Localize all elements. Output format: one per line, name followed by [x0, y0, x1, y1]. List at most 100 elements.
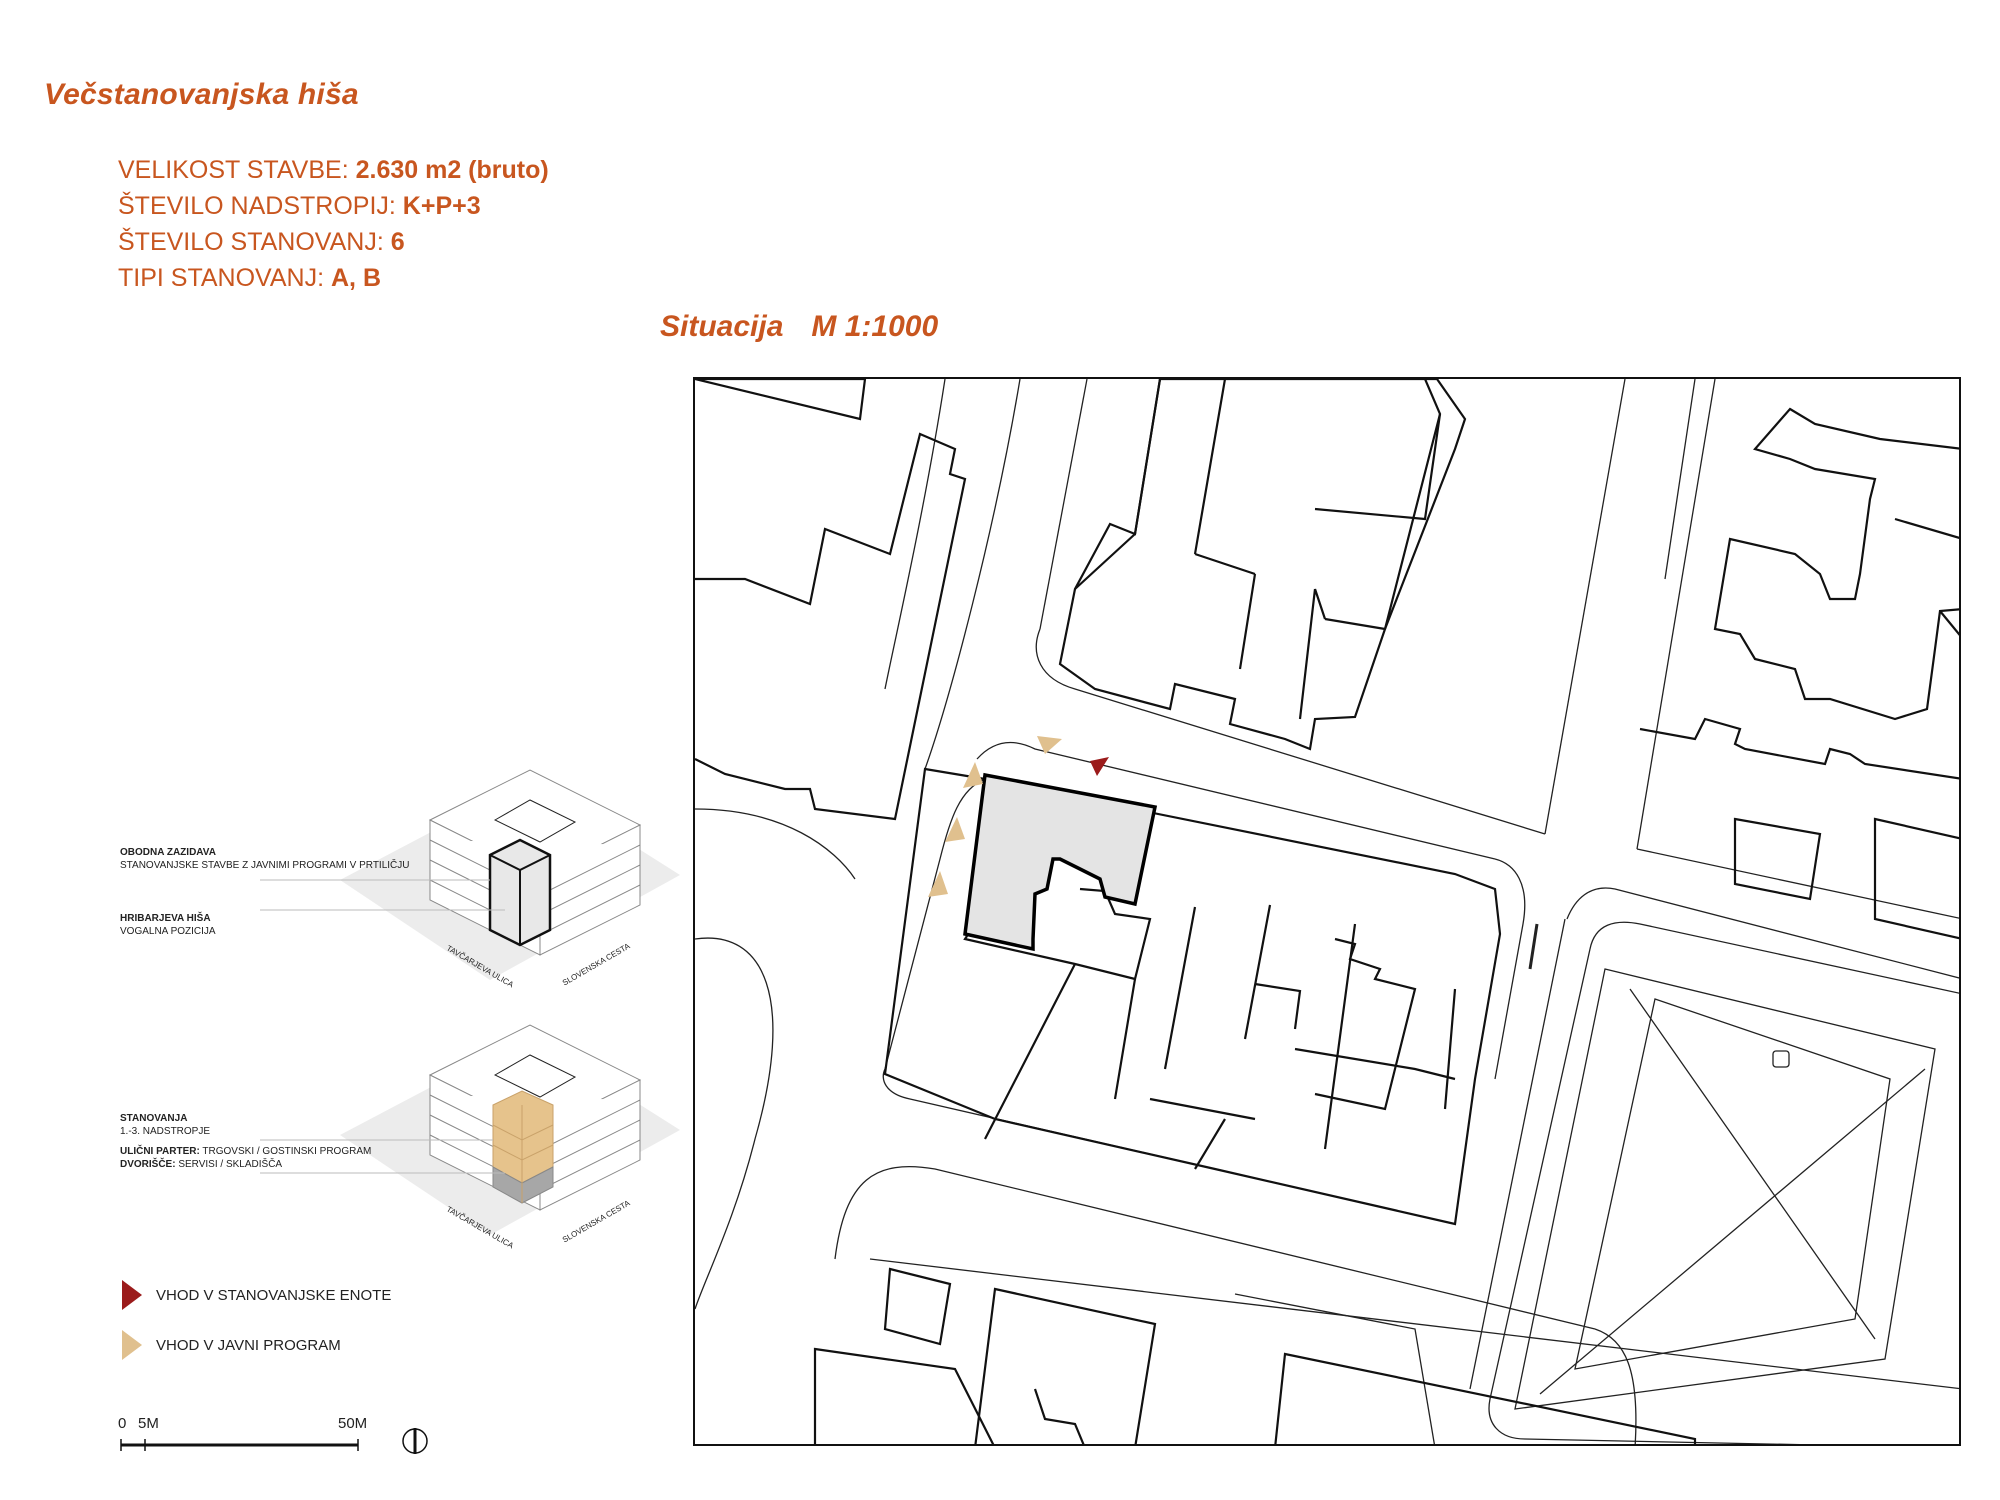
park-path: [1574, 998, 1891, 1370]
note-title: HRIBARJEVA HIŠA: [120, 913, 211, 924]
note-text: 1.-3. NADSTROPJE: [120, 1126, 211, 1137]
courtyard-opening: [493, 799, 577, 843]
building: [974, 1287, 1157, 1444]
stat-row-types: TIPI STANOVANJ: A, B: [118, 260, 549, 296]
legend-public-entrance: VHOD V JAVNI PROGRAM: [120, 1330, 341, 1360]
stat-label: VELIKOST STAVBE:: [118, 156, 349, 184]
stat-value: 6: [390, 228, 405, 256]
floor-lines: [492, 1105, 554, 1203]
building: [813, 1347, 995, 1444]
park-path: [1539, 1068, 1926, 1395]
curb-line: [1494, 858, 1526, 1080]
curb-line: [1636, 379, 1716, 850]
building: [695, 379, 867, 421]
curb-line: [1035, 628, 1546, 835]
building: [883, 1267, 952, 1346]
note-ground-floor: ULIČNI PARTER: TRGOVSKI / GOSTINSKI PROG…: [120, 1145, 371, 1171]
page-title: Večstanovanjska hiša: [44, 78, 359, 111]
note-text: STANOVANJSKE STAVBE Z JAVNIMI PROGRAMI V…: [120, 860, 410, 871]
note-text: TRGOVSKI / GOSTINSKI PROGRAM: [202, 1146, 372, 1157]
stat-value: 2.630 m2 (bruto): [355, 156, 549, 184]
building: [1639, 717, 1959, 780]
building-division: [1074, 379, 1386, 720]
legend-residential-entrance: VHOD V STANOVANJSKE ENOTE: [120, 1280, 391, 1310]
public-entrance-icon: [1037, 736, 1062, 754]
residential-floors: [492, 1090, 554, 1184]
curb-line: [1566, 887, 1959, 979]
park-edge: [1488, 948, 1800, 1444]
building-division: [1033, 1388, 1085, 1444]
public-entrance-icon: [928, 871, 948, 897]
curb-line: [1544, 379, 1626, 835]
note-title: ULIČNI PARTER:: [120, 1146, 200, 1157]
legend-label: VHOD V STANOVANJSKE ENOTE: [156, 1286, 392, 1304]
curb-line: [1594, 1328, 1637, 1444]
map-title: Situacija: [660, 310, 784, 343]
site-plan-drawing: [695, 379, 1959, 1444]
scale-bar-graphic: [120, 1439, 359, 1451]
building-stats: VELIKOST STAVBE: 2.630 m2 (bruto) ŠTEVIL…: [118, 152, 549, 296]
stat-label: ŠTEVILO STANOVANJ:: [118, 228, 384, 256]
park-feature: [1772, 1050, 1790, 1068]
stat-value: A, B: [331, 264, 381, 292]
building-division: [984, 904, 1456, 1170]
curb-line: [1528, 923, 1539, 970]
note-title: OBODNA ZAZIDAVA: [120, 847, 216, 858]
curb-line: [1039, 379, 1088, 630]
stat-row-size: VELIKOST STAVBE: 2.630 m2 (bruto): [118, 152, 549, 188]
massing-drawing: [260, 769, 680, 980]
site-plan: [693, 377, 1961, 1446]
note-perimeter: OBODNA ZAZIDAVA STANOVANJSKE STAVBE Z JA…: [120, 846, 410, 872]
scale-bar: 0 5M 50M: [118, 1415, 368, 1455]
building: [1274, 1352, 1697, 1444]
building: [883, 767, 1502, 1226]
scale-end: 50M: [338, 1415, 368, 1432]
park-path: [1514, 968, 1936, 1410]
public-entrance-icon: [963, 762, 983, 788]
building: [1713, 407, 1959, 721]
building-division: [1314, 413, 1442, 521]
scale-mid: 5M: [138, 1415, 159, 1432]
public-entrance-icon: [945, 817, 965, 842]
curb-line: [695, 808, 856, 880]
note-text: SERVISI / SKLADIŠČA: [178, 1159, 283, 1170]
curb-line: [884, 379, 946, 690]
curb-line: [869, 1258, 1959, 1390]
curb-line: [1234, 1293, 1435, 1444]
curb-line: [834, 1165, 1596, 1330]
scale-zero: 0: [118, 1415, 127, 1432]
curb-line: [1664, 379, 1696, 580]
beige-triangle-icon: [122, 1330, 142, 1360]
building: [1058, 379, 1442, 751]
curb-line: [976, 741, 1496, 860]
building-outlines: [695, 379, 1959, 1444]
curb-line: [1469, 918, 1566, 1390]
curb-line: [882, 1068, 1456, 1225]
stat-value: K+P+3: [402, 192, 481, 220]
note-text: VOGALNA POZICIJA: [120, 926, 216, 937]
corner-building-edges: [489, 854, 551, 945]
massing-diagram-perimeter: OBODNA ZAZIDAVA STANOVANJSKE STAVBE Z JA…: [110, 760, 710, 1010]
red-triangle-icon: [122, 1280, 142, 1310]
building-division: [1894, 517, 1959, 636]
stat-row-apartments: ŠTEVILO STANOVANJ: 6: [118, 224, 549, 260]
curb-line: [695, 937, 774, 1310]
courtyard-opening: [493, 1054, 577, 1098]
note-title: DVORIŠČE:: [120, 1159, 176, 1170]
massing-drawing: [260, 1024, 680, 1235]
stat-row-floors: ŠTEVILO NADSTROPIJ: K+P+3: [118, 188, 549, 224]
highlighted-building: [963, 772, 1158, 952]
legend-label: VHOD V JAVNI PROGRAM: [156, 1336, 341, 1354]
note-corner: HRIBARJEVA HIŠA VOGALNA POZICIJA: [120, 912, 216, 938]
building: [1383, 379, 1467, 630]
north-arrow-icon: [402, 1428, 428, 1454]
note-title: STANOVANJA: [120, 1113, 188, 1124]
park-path: [1629, 988, 1876, 1340]
massing-diagram-program: STANOVANJA 1.-3. NADSTROPJE ULIČNI PARTE…: [110, 1015, 710, 1265]
park-edge: [1589, 921, 1959, 994]
building-division: [1733, 817, 1822, 901]
curb-line: [924, 379, 1021, 770]
stat-label: TIPI STANOVANJ:: [118, 264, 325, 292]
note-apartments: STANOVANJA 1.-3. NADSTROPJE: [120, 1112, 210, 1138]
